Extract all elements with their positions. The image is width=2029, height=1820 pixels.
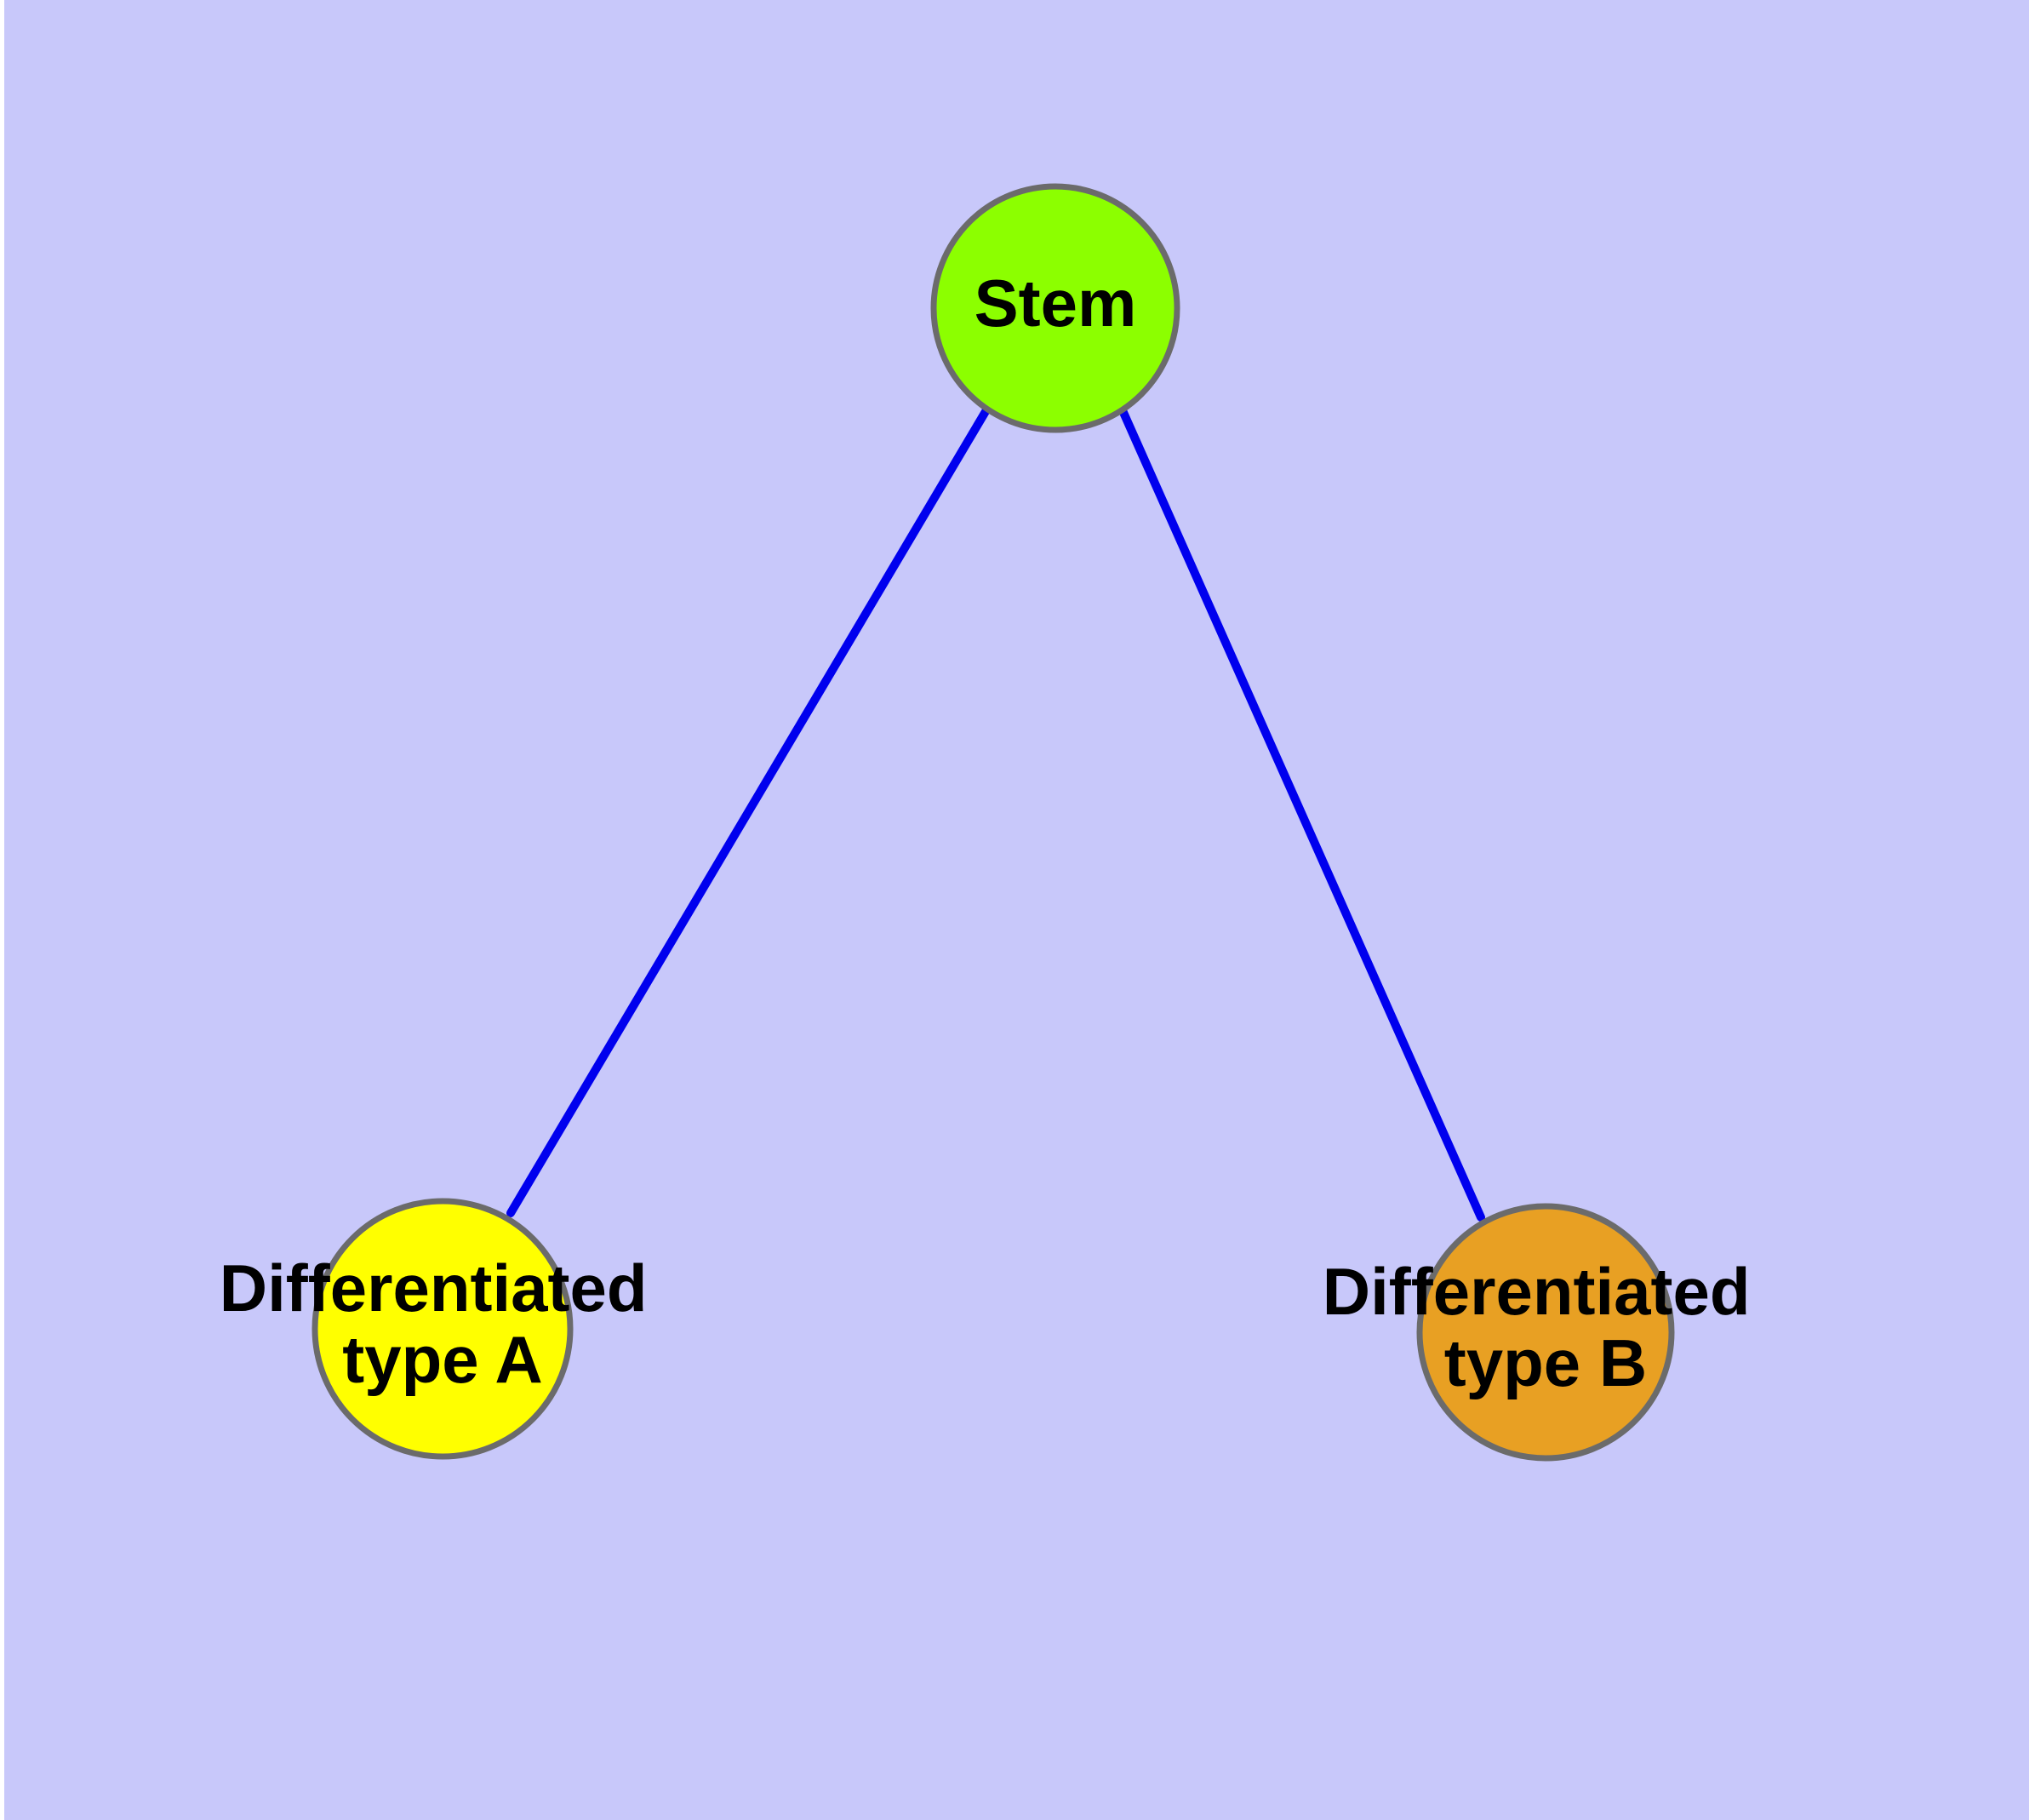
node-differentiated-type-b-label-line-2: type B: [1444, 1325, 1647, 1400]
node-stem-circle[interactable]: [930, 183, 1180, 433]
node-stem[interactable]: [930, 183, 1180, 433]
node-differentiated-type-b-label: Differentiated type B: [1323, 1253, 1769, 1399]
edge-stem-to-differentiated-type-a[interactable]: [506, 404, 992, 1217]
node-stem-label-line-1: Stem: [974, 266, 1137, 341]
node-differentiated-type-b-circle[interactable]: [1416, 1203, 1675, 1462]
node-differentiated-type-a-circle[interactable]: [311, 1198, 574, 1460]
node-differentiated-type-a-label-line-1: Differentiated: [220, 1250, 648, 1325]
node-differentiated-type-b[interactable]: [1416, 1203, 1675, 1462]
left-edge-margin: [0, 0, 4, 1820]
node-differentiated-type-b-label-line-1: Differentiated: [1323, 1253, 1751, 1328]
edge-stem-to-differentiated-type-b[interactable]: [1117, 404, 1485, 1222]
node-differentiated-type-a-label: Differentiated type A: [220, 1250, 666, 1396]
node-differentiated-type-a-label-line-2: type A: [342, 1322, 543, 1397]
labels-group: Stem Differentiated type A Differentiate…: [220, 266, 1769, 1400]
node-stem-label: Stem: [974, 266, 1137, 341]
nodes-group: [311, 183, 1675, 1462]
edges-group: [506, 404, 1485, 1222]
node-differentiated-type-a[interactable]: [311, 1198, 574, 1460]
